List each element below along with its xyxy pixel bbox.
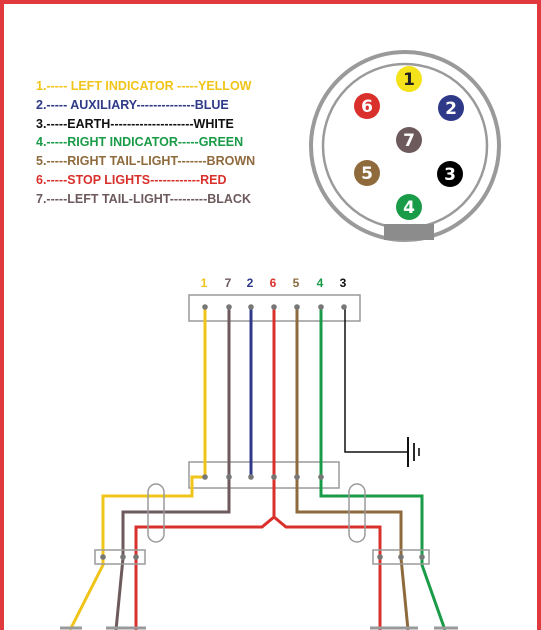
socket-pin-label: 3: [444, 165, 456, 185]
wire-red: [134, 307, 382, 630]
legend-item: 1.----- LEFT INDICATOR -----YELLOW: [36, 79, 252, 93]
terminal-screw: [226, 474, 232, 480]
terminal-screw: [226, 304, 232, 310]
terminal-screw: [202, 304, 208, 310]
terminal-dots: [100, 304, 425, 560]
terminal-screw: [248, 474, 254, 480]
socket-pin-2: [438, 95, 464, 121]
legend-item: 3.-----EARTH--------------------WHITE: [36, 116, 234, 131]
legend-item: 2.----- AUXILIARY--------------BLUE: [36, 97, 229, 112]
socket-pin-3: [437, 161, 463, 187]
terminal-screw: [248, 304, 254, 310]
terminal-screw: [318, 474, 324, 480]
earth-wire: [344, 307, 408, 453]
socket-pin-label: 4: [403, 198, 415, 218]
wire-number-label: 7: [225, 276, 232, 290]
socket-pin-1: [396, 66, 422, 92]
socket-pin-label: 1: [403, 70, 415, 90]
wire-black-left-tail: [114, 307, 231, 630]
wire-number-label: 4: [317, 276, 324, 290]
grommet-right: [348, 483, 366, 543]
terminal-screw: [100, 554, 106, 560]
grommet-left: [147, 483, 165, 543]
wire-green: [319, 307, 447, 630]
socket-pin-6: [354, 93, 380, 119]
earth-ground: [344, 307, 420, 467]
terminal-screw: [294, 304, 300, 310]
wire-number-label: 3: [340, 276, 347, 290]
socket-pin-5: [354, 160, 380, 186]
trailer-socket: 1 2 3 4 5 6 7: [309, 50, 501, 242]
bottom-right-terminal-block: [372, 549, 430, 565]
socket-pin-label: 7: [403, 131, 415, 151]
terminal-screw: [419, 554, 425, 560]
socket-pin-4: [396, 194, 422, 220]
socket-pin-label: 5: [361, 164, 373, 184]
middle-terminal-block: [188, 461, 340, 489]
cable-grommets: [147, 483, 366, 543]
socket-pin-7: [396, 127, 422, 153]
legend-item: 6.-----STOP LIGHTS------------RED: [36, 172, 227, 187]
terminal-screw: [318, 304, 324, 310]
terminal-screw: [377, 554, 383, 560]
socket-pin-label: 6: [361, 97, 373, 117]
terminal-screw: [133, 554, 139, 560]
legend-item: 7.-----LEFT TAIL-LIGHT---------BLACK: [36, 191, 251, 206]
terminal-screw: [341, 304, 347, 310]
terminal-screw: [398, 554, 404, 560]
legend-item: 5.-----RIGHT TAIL-LIGHT-------BROWN: [36, 154, 256, 169]
socket-pin-label: 2: [445, 99, 457, 119]
bottom-left-terminal-block: [94, 549, 146, 565]
ground-icon: [407, 437, 420, 467]
wire-number-label: 2: [247, 276, 254, 290]
wire-number-label: 6: [270, 276, 277, 290]
terminal-screw: [294, 474, 300, 480]
socket-key: [384, 224, 434, 240]
wire-number-label: 5: [293, 276, 300, 290]
wire-legend: 1.----- LEFT INDICATOR -----YELLOW 2.---…: [36, 77, 255, 209]
terminal-screw: [271, 474, 277, 480]
wire-number-labels: 1 7 2 6 5 4 3: [201, 276, 347, 290]
wire-number-label: 1: [201, 276, 208, 290]
terminal-screw: [202, 474, 208, 480]
socket-pins: 1 2 3 4 5 6 7: [354, 66, 464, 220]
legend-item: 4.-----RIGHT INDICATOR-----GREEN: [36, 135, 244, 150]
terminal-screw: [271, 304, 277, 310]
terminal-screw: [120, 554, 126, 560]
